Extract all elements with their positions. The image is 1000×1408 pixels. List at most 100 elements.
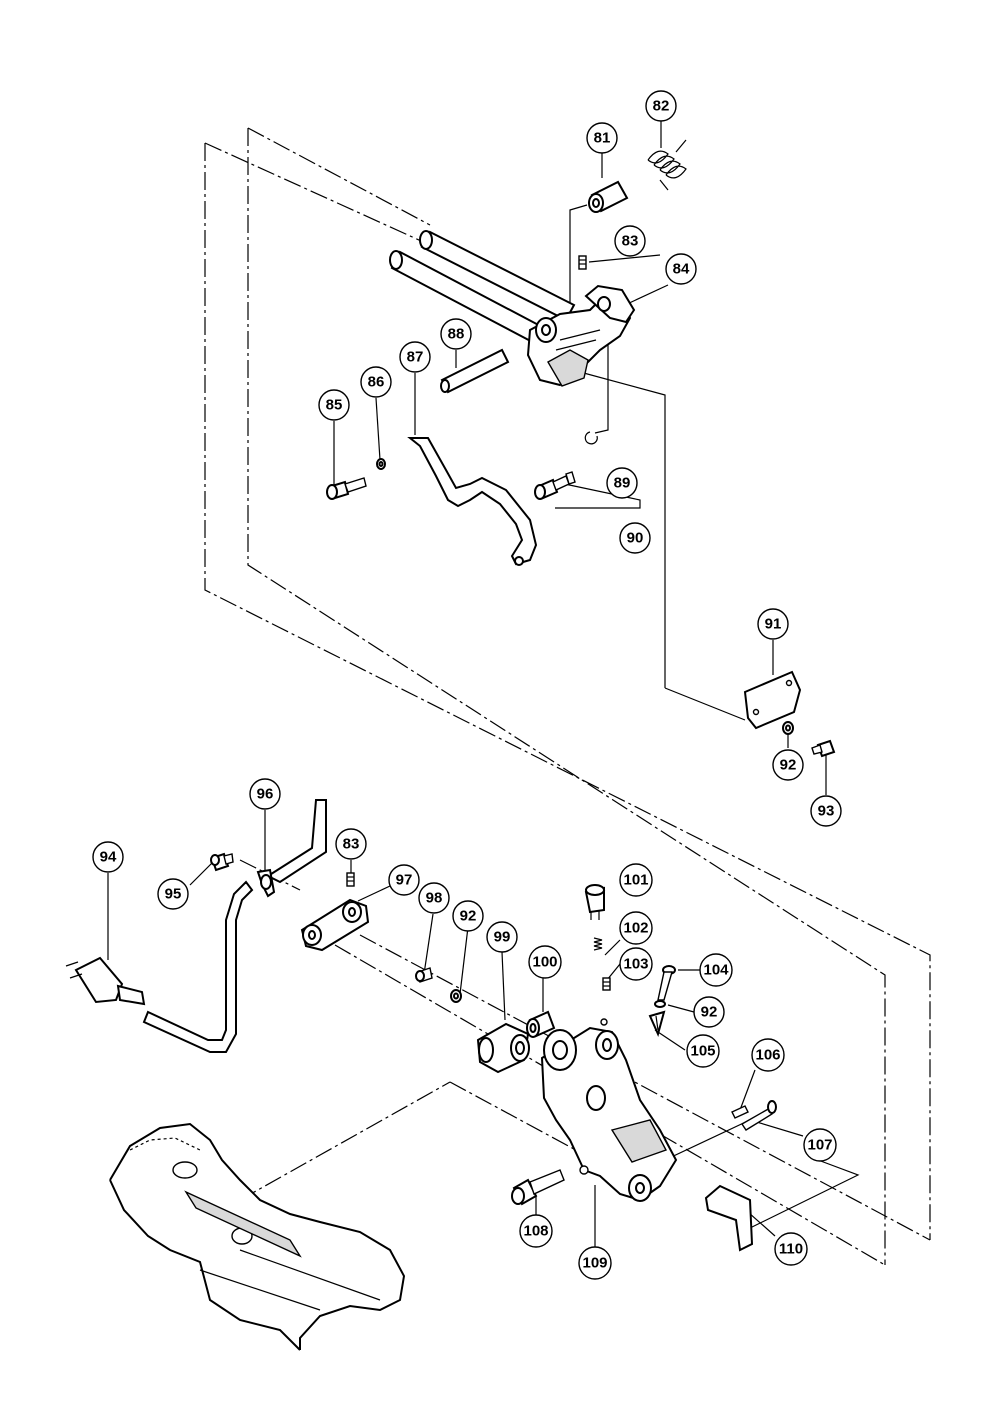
bushing-100 [526, 1010, 556, 1038]
callout-94: 94 [92, 841, 124, 873]
svg-text:109: 109 [582, 1255, 607, 1272]
set-screw-106 [731, 1105, 749, 1119]
power-plug-94 [65, 956, 146, 1006]
assembly-guide-lines [204, 127, 931, 1266]
callout-98: 98 [418, 882, 450, 914]
washer-92-upper [782, 721, 794, 735]
power-cord [142, 799, 327, 1053]
svg-text:97: 97 [396, 872, 413, 889]
svg-text:103: 103 [623, 956, 648, 973]
bolt-90 [534, 471, 576, 500]
screw-107 [741, 1100, 777, 1131]
guide-rods [389, 230, 576, 348]
bolt-108 [511, 1169, 565, 1206]
cord-clip-96 [256, 868, 276, 898]
lever-rod-87 [407, 437, 538, 566]
sleeve-99 [476, 1022, 530, 1074]
svg-text:101: 101 [623, 872, 648, 889]
svg-text:89: 89 [614, 475, 631, 492]
screw-95 [210, 852, 234, 872]
callout-92b: 92 [452, 900, 484, 932]
callout-102: 102 [619, 911, 653, 945]
screw-93 [811, 739, 836, 758]
set-screw-83-lower [346, 872, 355, 887]
callout-93: 93 [810, 795, 842, 827]
svg-text:106: 106 [755, 1047, 780, 1064]
callout-103: 103 [619, 947, 653, 981]
svg-text:107: 107 [807, 1137, 832, 1154]
svg-text:81: 81 [594, 130, 611, 147]
callout-92: 92 [772, 749, 804, 781]
svg-text:82: 82 [653, 98, 670, 115]
upper-assembly [326, 139, 836, 758]
lower-assembly [65, 799, 777, 1351]
callout-100: 100 [528, 945, 562, 979]
svg-text:96: 96 [257, 786, 274, 803]
callout-85: 85 [318, 389, 350, 421]
svg-text:95: 95 [165, 886, 182, 903]
saw-base-outline [109, 1122, 406, 1351]
callout-97: 97 [388, 864, 420, 896]
washer-86 [376, 458, 386, 470]
callout-101: 101 [619, 863, 653, 897]
callout-92c: 92 [693, 996, 725, 1028]
washer-92-lower [450, 989, 462, 1003]
callout-83b: 83 [335, 828, 367, 860]
svg-text:83: 83 [343, 836, 360, 853]
svg-text:85: 85 [326, 397, 343, 414]
callout-82: 82 [645, 90, 677, 122]
svg-text:83: 83 [622, 233, 639, 250]
washer-92-mid [654, 1000, 666, 1008]
clamp-97 [300, 898, 370, 952]
svg-text:99: 99 [494, 929, 511, 946]
screw-98 [415, 967, 433, 983]
svg-text:87: 87 [407, 349, 424, 366]
bracket-109 [540, 1018, 678, 1202]
holder-84 [526, 284, 636, 387]
svg-text:84: 84 [673, 261, 690, 278]
callout-89: 89 [606, 467, 638, 499]
callout-90: 90 [619, 522, 651, 554]
retaining-ring-89 [584, 431, 598, 445]
set-screw-83 [578, 255, 587, 270]
callout-87: 87 [399, 341, 431, 373]
svg-text:86: 86 [368, 374, 385, 391]
callout-109: 109 [578, 1246, 612, 1280]
callout-84: 84 [665, 253, 697, 285]
callout-83: 83 [614, 225, 646, 257]
svg-text:93: 93 [818, 803, 835, 820]
callout-107: 107 [803, 1128, 837, 1162]
callout-99: 99 [486, 921, 518, 953]
stopper-110 [704, 1184, 754, 1252]
svg-text:104: 104 [703, 962, 729, 979]
knob-101 [584, 884, 605, 920]
svg-text:92: 92 [701, 1004, 718, 1021]
svg-text:90: 90 [627, 530, 644, 547]
callout-106: 106 [751, 1038, 785, 1072]
collar-81 [588, 180, 629, 213]
bolt-85 [326, 477, 367, 500]
callout-108: 108 [519, 1214, 553, 1248]
callout-105: 105 [686, 1034, 720, 1068]
svg-text:94: 94 [100, 849, 117, 866]
svg-text:92: 92 [780, 757, 797, 774]
svg-text:88: 88 [448, 326, 465, 343]
leader-lines [107, 120, 860, 1247]
svg-text:102: 102 [623, 920, 648, 937]
cover-plate-91 [743, 670, 802, 730]
svg-text:100: 100 [532, 954, 557, 971]
spring-102 [593, 937, 603, 951]
svg-text:110: 110 [779, 1241, 803, 1258]
callout-81: 81 [586, 122, 618, 154]
callout-86: 86 [360, 366, 392, 398]
svg-text:105: 105 [690, 1043, 715, 1060]
set-screw-103 [602, 977, 611, 991]
pointer-105 [648, 1010, 666, 1037]
pin-88 [440, 348, 510, 394]
callout-91: 91 [757, 608, 789, 640]
callout-88: 88 [440, 318, 472, 350]
callout-96: 96 [249, 778, 281, 810]
svg-text:92: 92 [460, 908, 477, 925]
callouts: 81 82 83 84 85 86 87 88 89 90 91 92 93 9… [92, 90, 842, 1280]
